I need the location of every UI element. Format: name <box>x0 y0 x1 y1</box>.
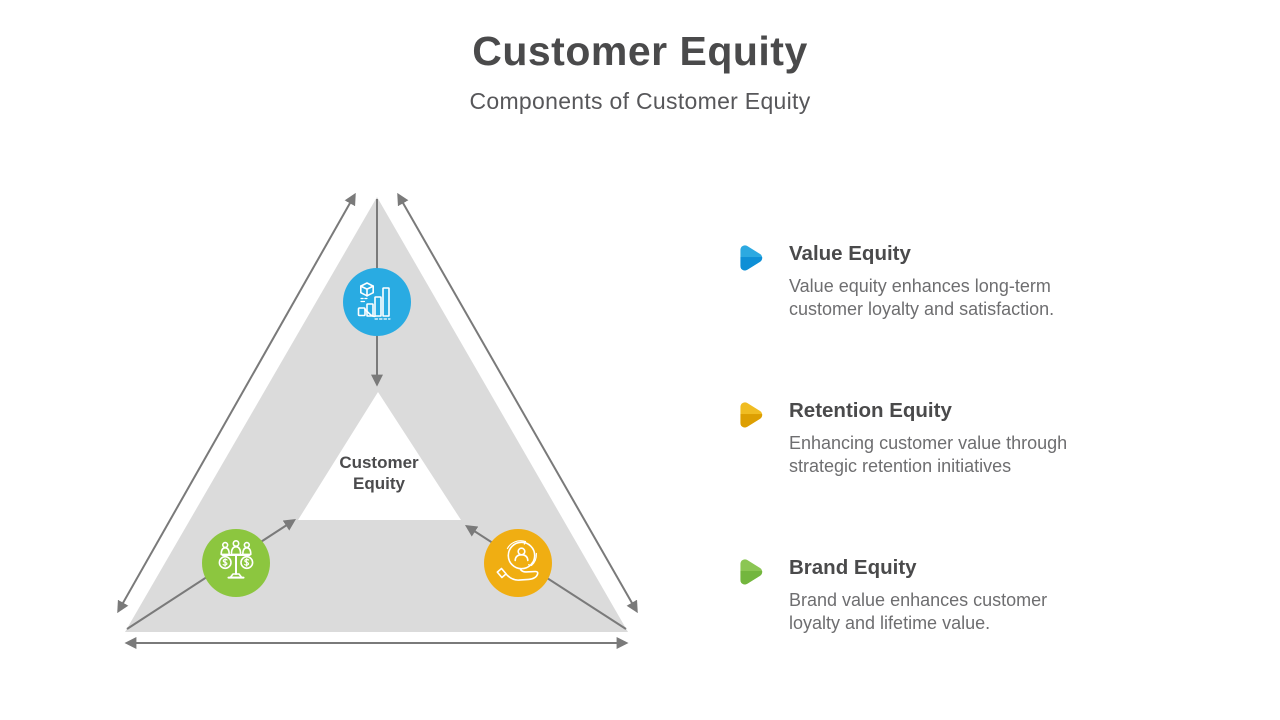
legend-item-title: Value Equity <box>789 242 911 265</box>
legend-item-text: Retention Equity Enhancing customer valu… <box>789 399 1067 479</box>
right-edge-arrow <box>397 192 638 614</box>
play-triangle-icon <box>740 245 763 271</box>
legend-item-description: Brand value enhances customer loyalty an… <box>789 589 1048 633</box>
page-title: Customer Equity <box>472 28 808 74</box>
value-growth-chart-icon <box>357 282 391 320</box>
legend: Value Equity Value equity enhances long-… <box>733 242 1163 712</box>
legend-item-value-equity: Value Equity Value equity enhances long-… <box>733 242 1163 322</box>
retention-node-circle <box>484 529 552 597</box>
legend-item-text: Value Equity Value equity enhances long-… <box>789 242 1054 322</box>
play-triangle-icon <box>740 402 763 428</box>
left-edge-arrow <box>117 192 356 614</box>
page-subtitle: Components of Customer Equity <box>469 88 811 114</box>
legend-item-text: Brand Equity Brand value enhances custom… <box>789 556 1047 636</box>
legend-item-retention-equity: Retention Equity Enhancing customer valu… <box>733 399 1163 479</box>
legend-item-brand-equity: Brand Equity Brand value enhances custom… <box>733 556 1163 636</box>
legend-item-description: Value equity enhances long-term customer… <box>789 276 1055 320</box>
triangle-center-label: Customer Equity <box>339 453 419 494</box>
slide-header: Customer Equity Components of Customer E… <box>0 0 1280 115</box>
value-node-circle <box>343 268 411 336</box>
legend-item-title: Brand Equity <box>789 555 917 579</box>
legend-item-title: Retention Equity <box>789 398 952 422</box>
play-triangle-icon <box>740 558 763 585</box>
legend-item-description: Enhancing customer value through strateg… <box>789 432 1068 477</box>
customer-retention-hand-icon <box>496 540 539 581</box>
brand-balance-scale-icon <box>218 539 254 579</box>
